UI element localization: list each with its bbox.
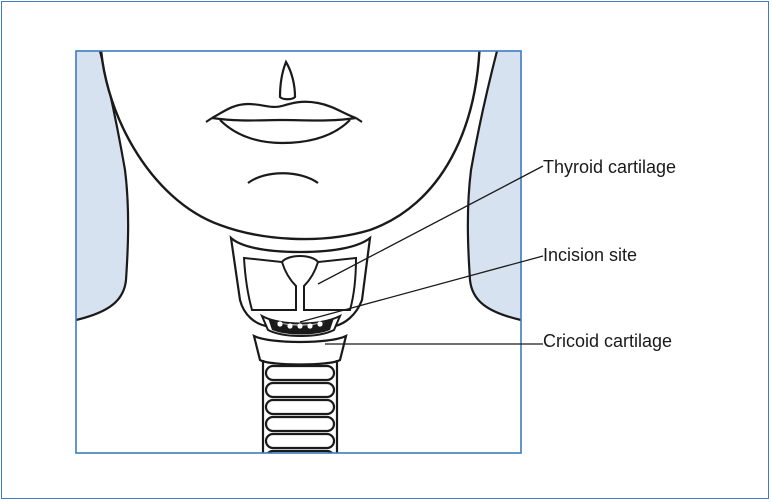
thyroid-cartilage-label: Thyroid cartilage [543, 157, 676, 177]
incision-site-label: Incision site [543, 245, 637, 265]
illustration-panel [76, 30, 521, 465]
cricoid-cartilage-label: Cricoid cartilage [543, 331, 672, 351]
